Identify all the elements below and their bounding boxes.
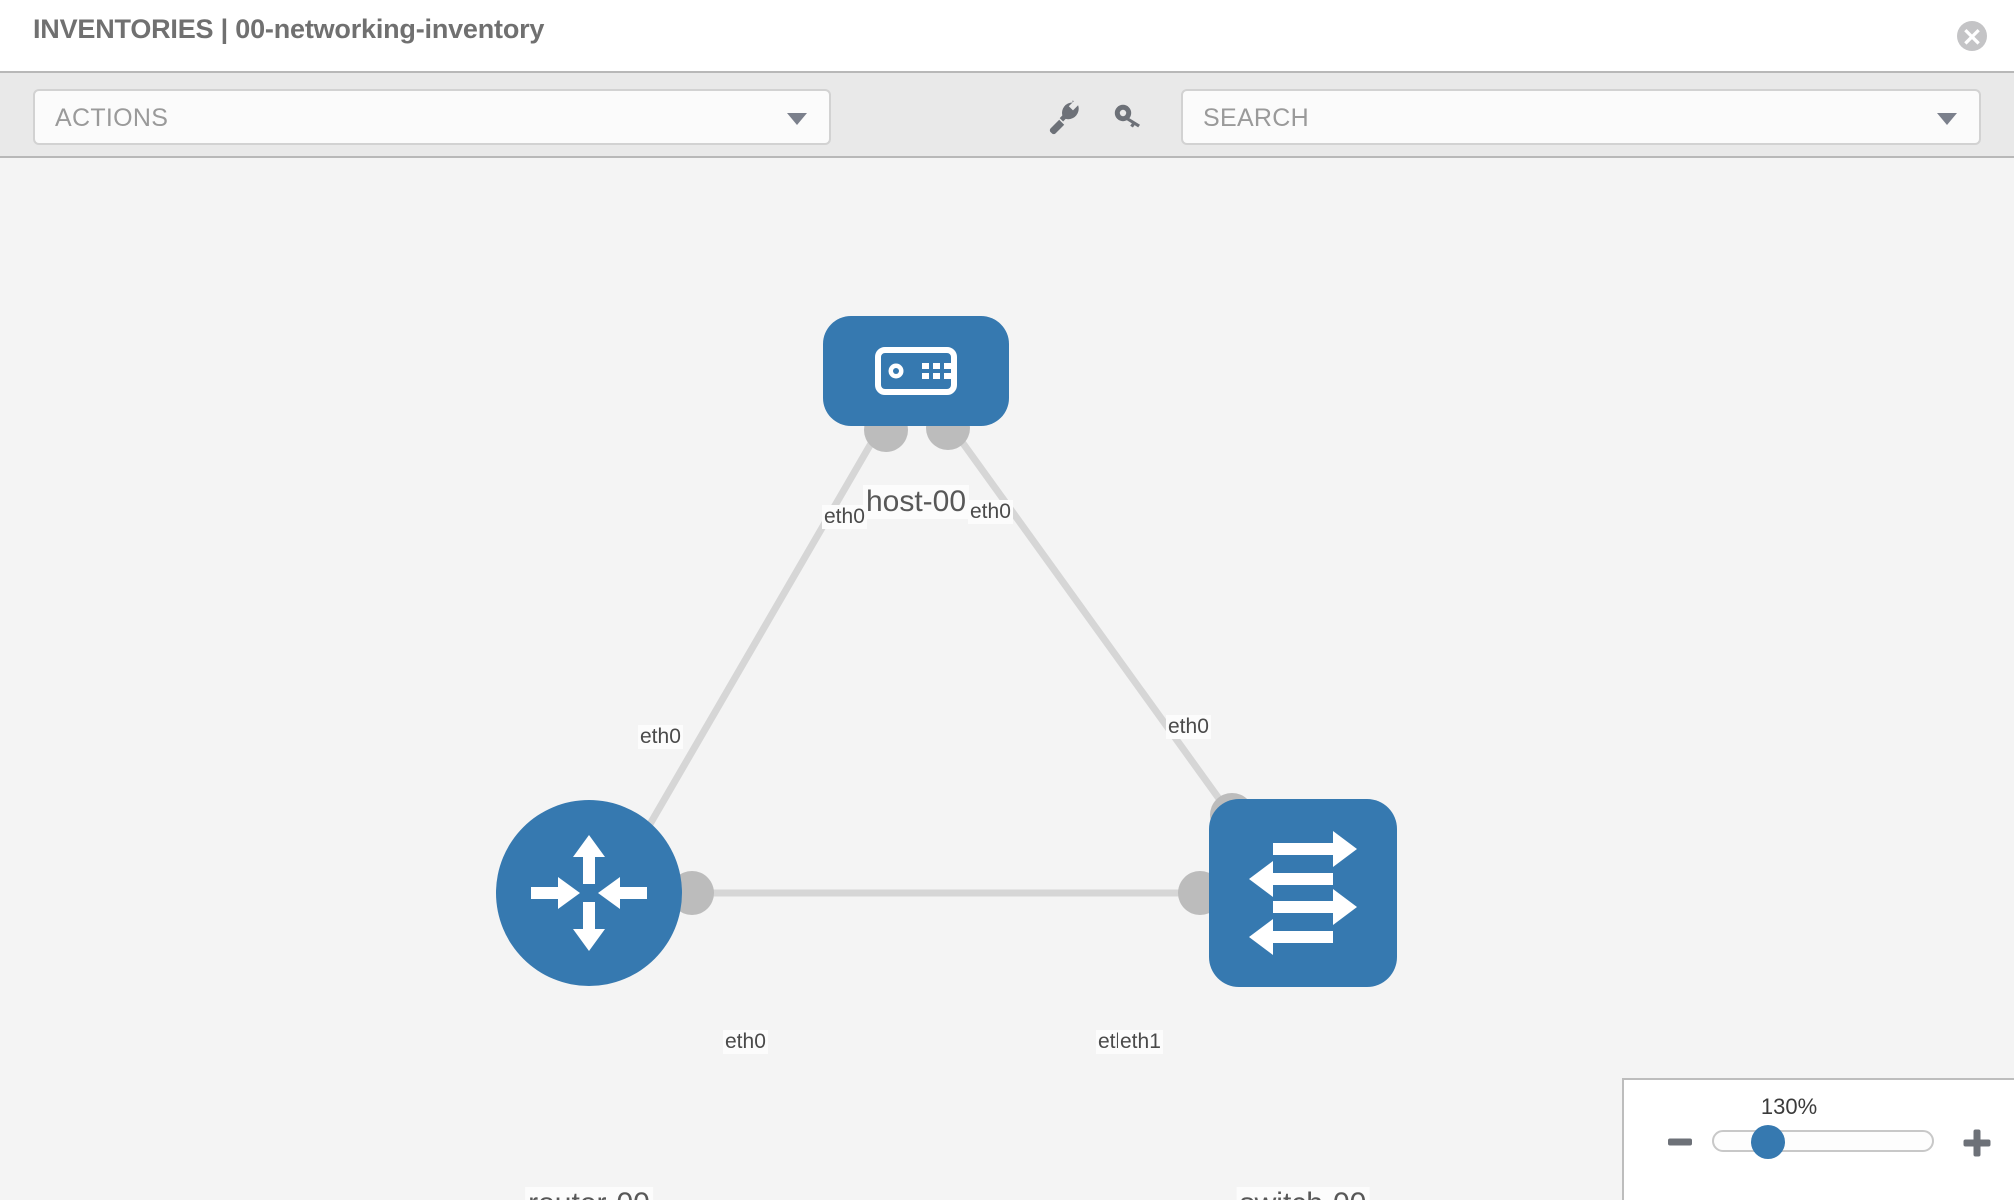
topology-graph xyxy=(496,316,1397,987)
zoom-slider-track[interactable] xyxy=(1712,1130,1934,1152)
topology-canvas[interactable]: host-00 router-00 switch-00 eth0 eth0 et… xyxy=(0,160,2014,1200)
search-input[interactable]: SEARCH xyxy=(1181,89,1981,145)
iface-label-router-eth0: eth0 xyxy=(723,1030,768,1054)
search-placeholder: SEARCH xyxy=(1203,104,1309,132)
node-label-switch-00: switch-00 xyxy=(1236,1187,1370,1200)
actions-dropdown[interactable]: ACTIONS xyxy=(33,89,831,145)
iface-label-host-eth0-right: eth0 xyxy=(968,500,1013,524)
iface-label-switch-eth1: eth1 xyxy=(1118,1030,1163,1054)
link-host-router xyxy=(631,424,884,854)
topology-links xyxy=(631,424,1247,897)
node-router-00[interactable] xyxy=(496,800,682,986)
page-header: INVENTORIES | 00-networking-inventory xyxy=(0,0,2014,71)
page-title: INVENTORIES | 00-networking-inventory xyxy=(33,14,545,44)
plus-icon[interactable] xyxy=(1962,1128,1992,1158)
key-icon[interactable] xyxy=(1107,95,1151,139)
zoom-control-panel: 130% xyxy=(1622,1078,2014,1200)
iface-label-host-eth0-left: eth0 xyxy=(822,505,867,529)
node-switch-00[interactable] xyxy=(1209,799,1397,987)
minus-icon[interactable] xyxy=(1666,1128,1694,1156)
actions-dropdown-label: ACTIONS xyxy=(55,104,169,132)
topology-sockets xyxy=(670,406,1254,915)
toolbar: ACTIONS SEARCH xyxy=(0,71,2014,158)
zoom-level-value: 130% xyxy=(1760,1094,1818,1119)
node-host-00[interactable] xyxy=(823,316,1009,426)
iface-label-router-eth0-uplink: eth0 xyxy=(638,725,683,749)
iface-label-switch-eth0-uplink: eth0 xyxy=(1166,715,1211,739)
chevron-down-icon[interactable] xyxy=(1937,113,1957,125)
node-label-router-00: router-00 xyxy=(525,1187,653,1200)
node-label-host-00: host-00 xyxy=(862,485,970,519)
link-host-switch xyxy=(948,424,1247,836)
zoom-slider-thumb[interactable] xyxy=(1751,1125,1785,1159)
chevron-down-icon xyxy=(787,113,807,125)
close-icon[interactable] xyxy=(1957,21,1987,51)
wrench-icon[interactable] xyxy=(1041,95,1085,139)
